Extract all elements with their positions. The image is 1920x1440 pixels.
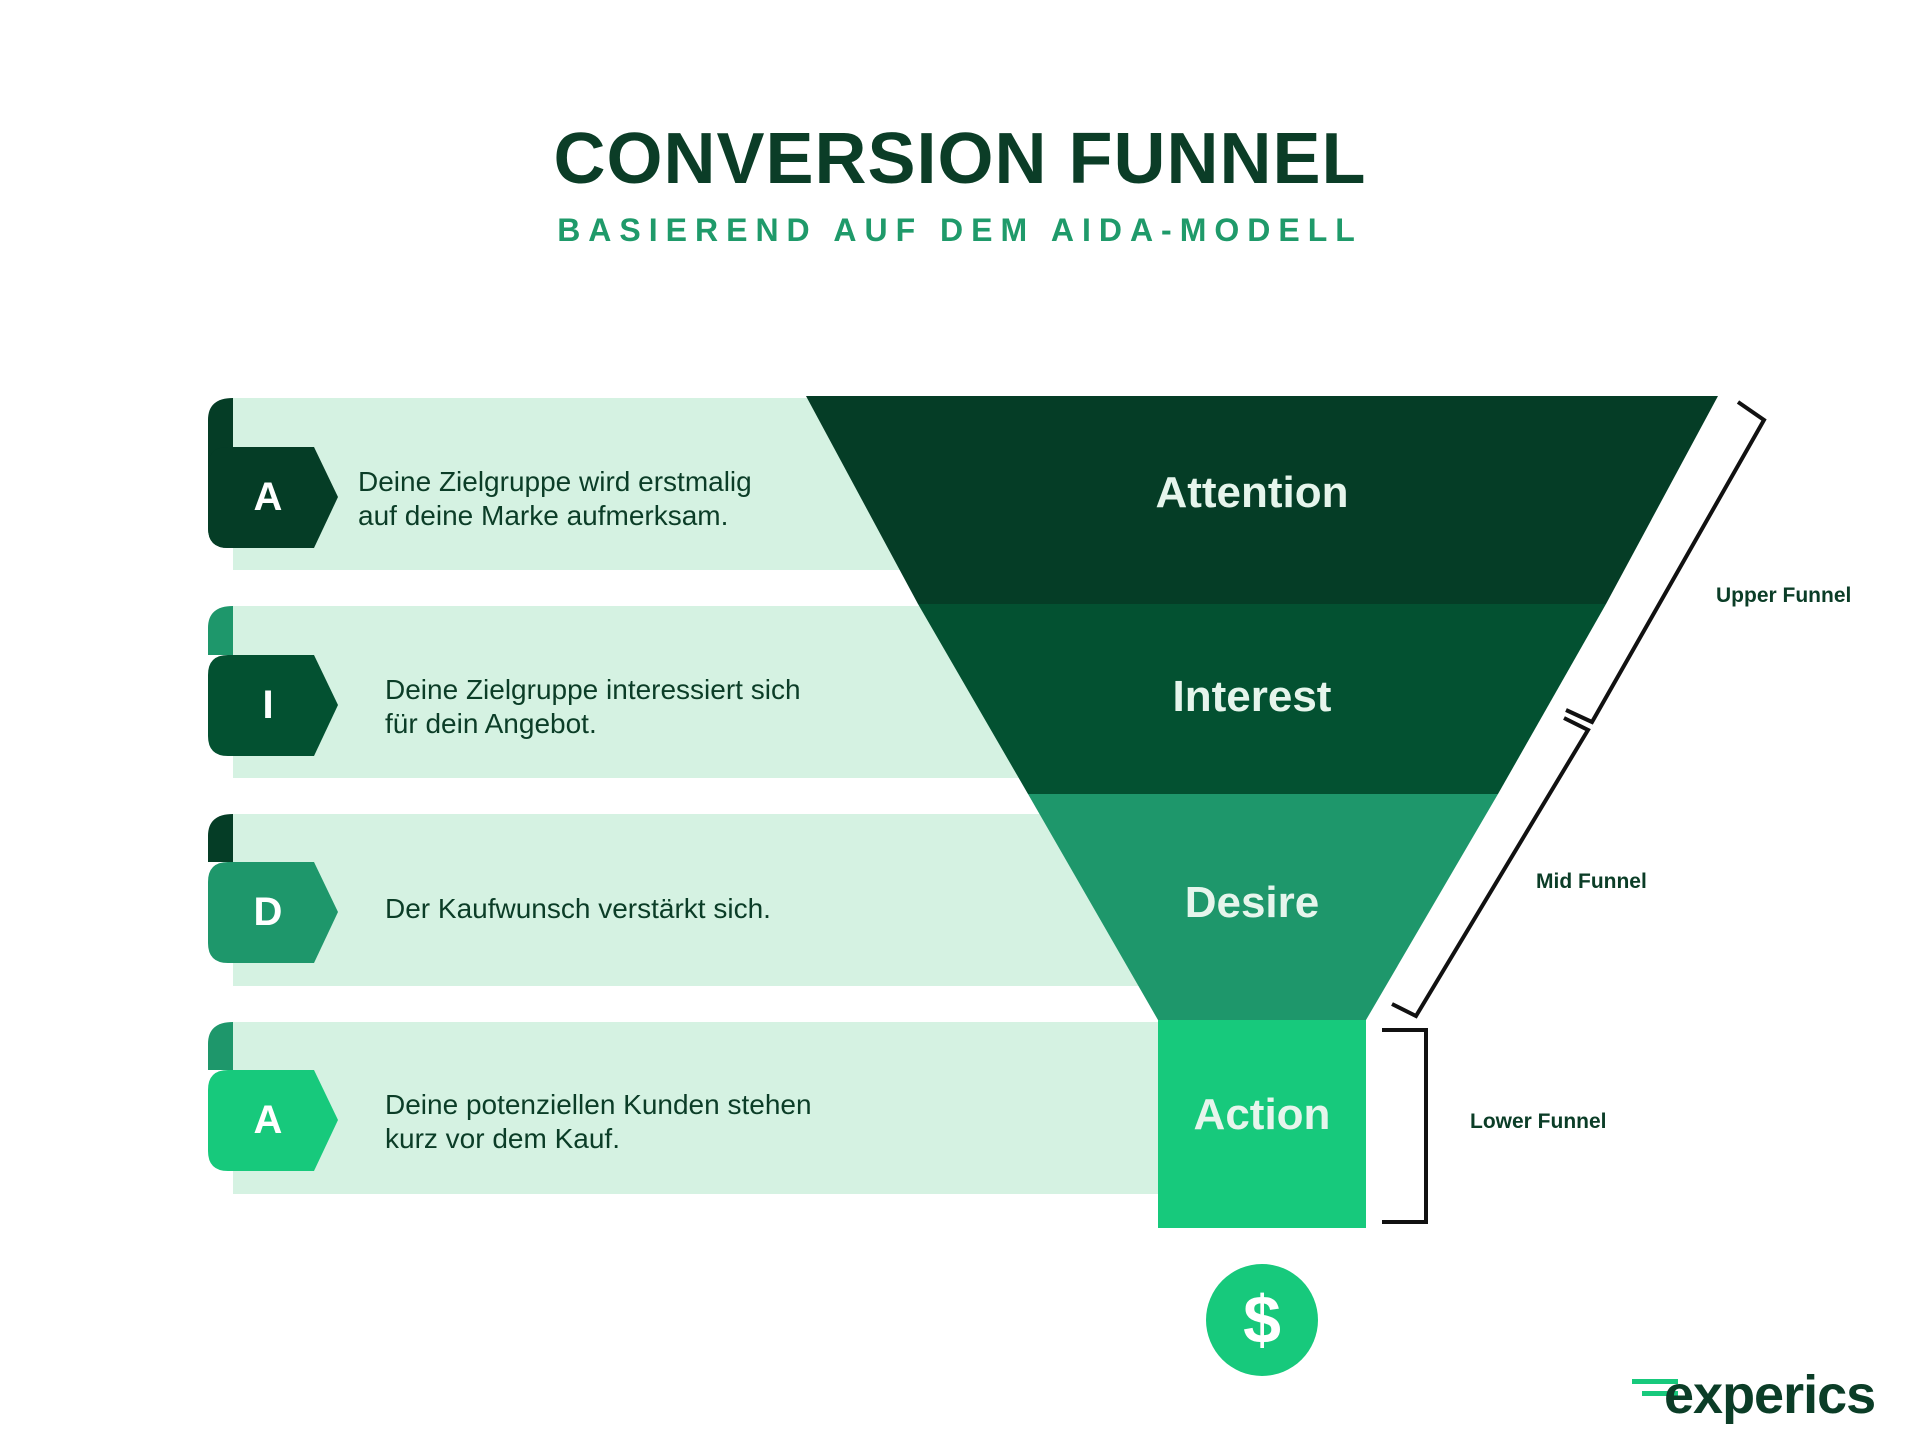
brand-logo: experics	[1632, 1365, 1892, 1425]
page-title: CONVERSION FUNNEL	[553, 119, 1367, 199]
stage-description-attention: Deine Zielgruppe wird erstmalig auf dein…	[358, 466, 752, 531]
stage-band-action	[233, 1022, 1293, 1194]
stage-tag-action: A	[208, 1070, 338, 1171]
lower-funnel-bracket	[1382, 1028, 1428, 1224]
stage-description-interest: Deine Zielgruppe interessiert sich für d…	[385, 674, 801, 739]
stage-tag-desire: D	[208, 862, 338, 963]
mid-funnel-bracket	[1391, 716, 1591, 1019]
stage-label-attention: Attention	[1155, 468, 1349, 517]
upper-funnel-label: Upper Funnel	[1716, 584, 1852, 607]
stage-label-desire: Desire	[1184, 878, 1320, 927]
dollar-icon: $	[1243, 1282, 1281, 1358]
brand-logo-text: experics	[1664, 1365, 1876, 1425]
page-subtitle: BASIEREND AUF DEM AIDA-MODELL	[557, 212, 1363, 248]
upper-funnel-bracket	[1565, 400, 1767, 725]
stage-letter: A	[253, 1098, 283, 1142]
funnel-segment-attention	[806, 396, 1718, 604]
lower-funnel-label: Lower Funnel	[1470, 1110, 1607, 1133]
stage-letter: A	[253, 475, 283, 519]
funnel-segment-desire	[1028, 794, 1498, 1020]
stage-description-action: Deine potenziellen Kunden stehen kurz vo…	[385, 1089, 812, 1154]
funnel-segment-action	[1158, 1020, 1366, 1228]
stage-letter: I	[262, 683, 274, 727]
stage-tag-interest: I	[208, 655, 338, 756]
dollar-coin	[1206, 1264, 1318, 1376]
stage-label-interest: Interest	[1172, 672, 1332, 721]
stage-letter: D	[253, 890, 283, 934]
mid-funnel-label: Mid Funnel	[1536, 870, 1647, 893]
stage-description-desire: Der Kaufwunsch verstärkt sich.	[385, 893, 771, 924]
funnel-segment-interest	[918, 604, 1606, 794]
stage-label-action: Action	[1193, 1090, 1331, 1139]
stage-tag-attention: A	[208, 447, 338, 548]
